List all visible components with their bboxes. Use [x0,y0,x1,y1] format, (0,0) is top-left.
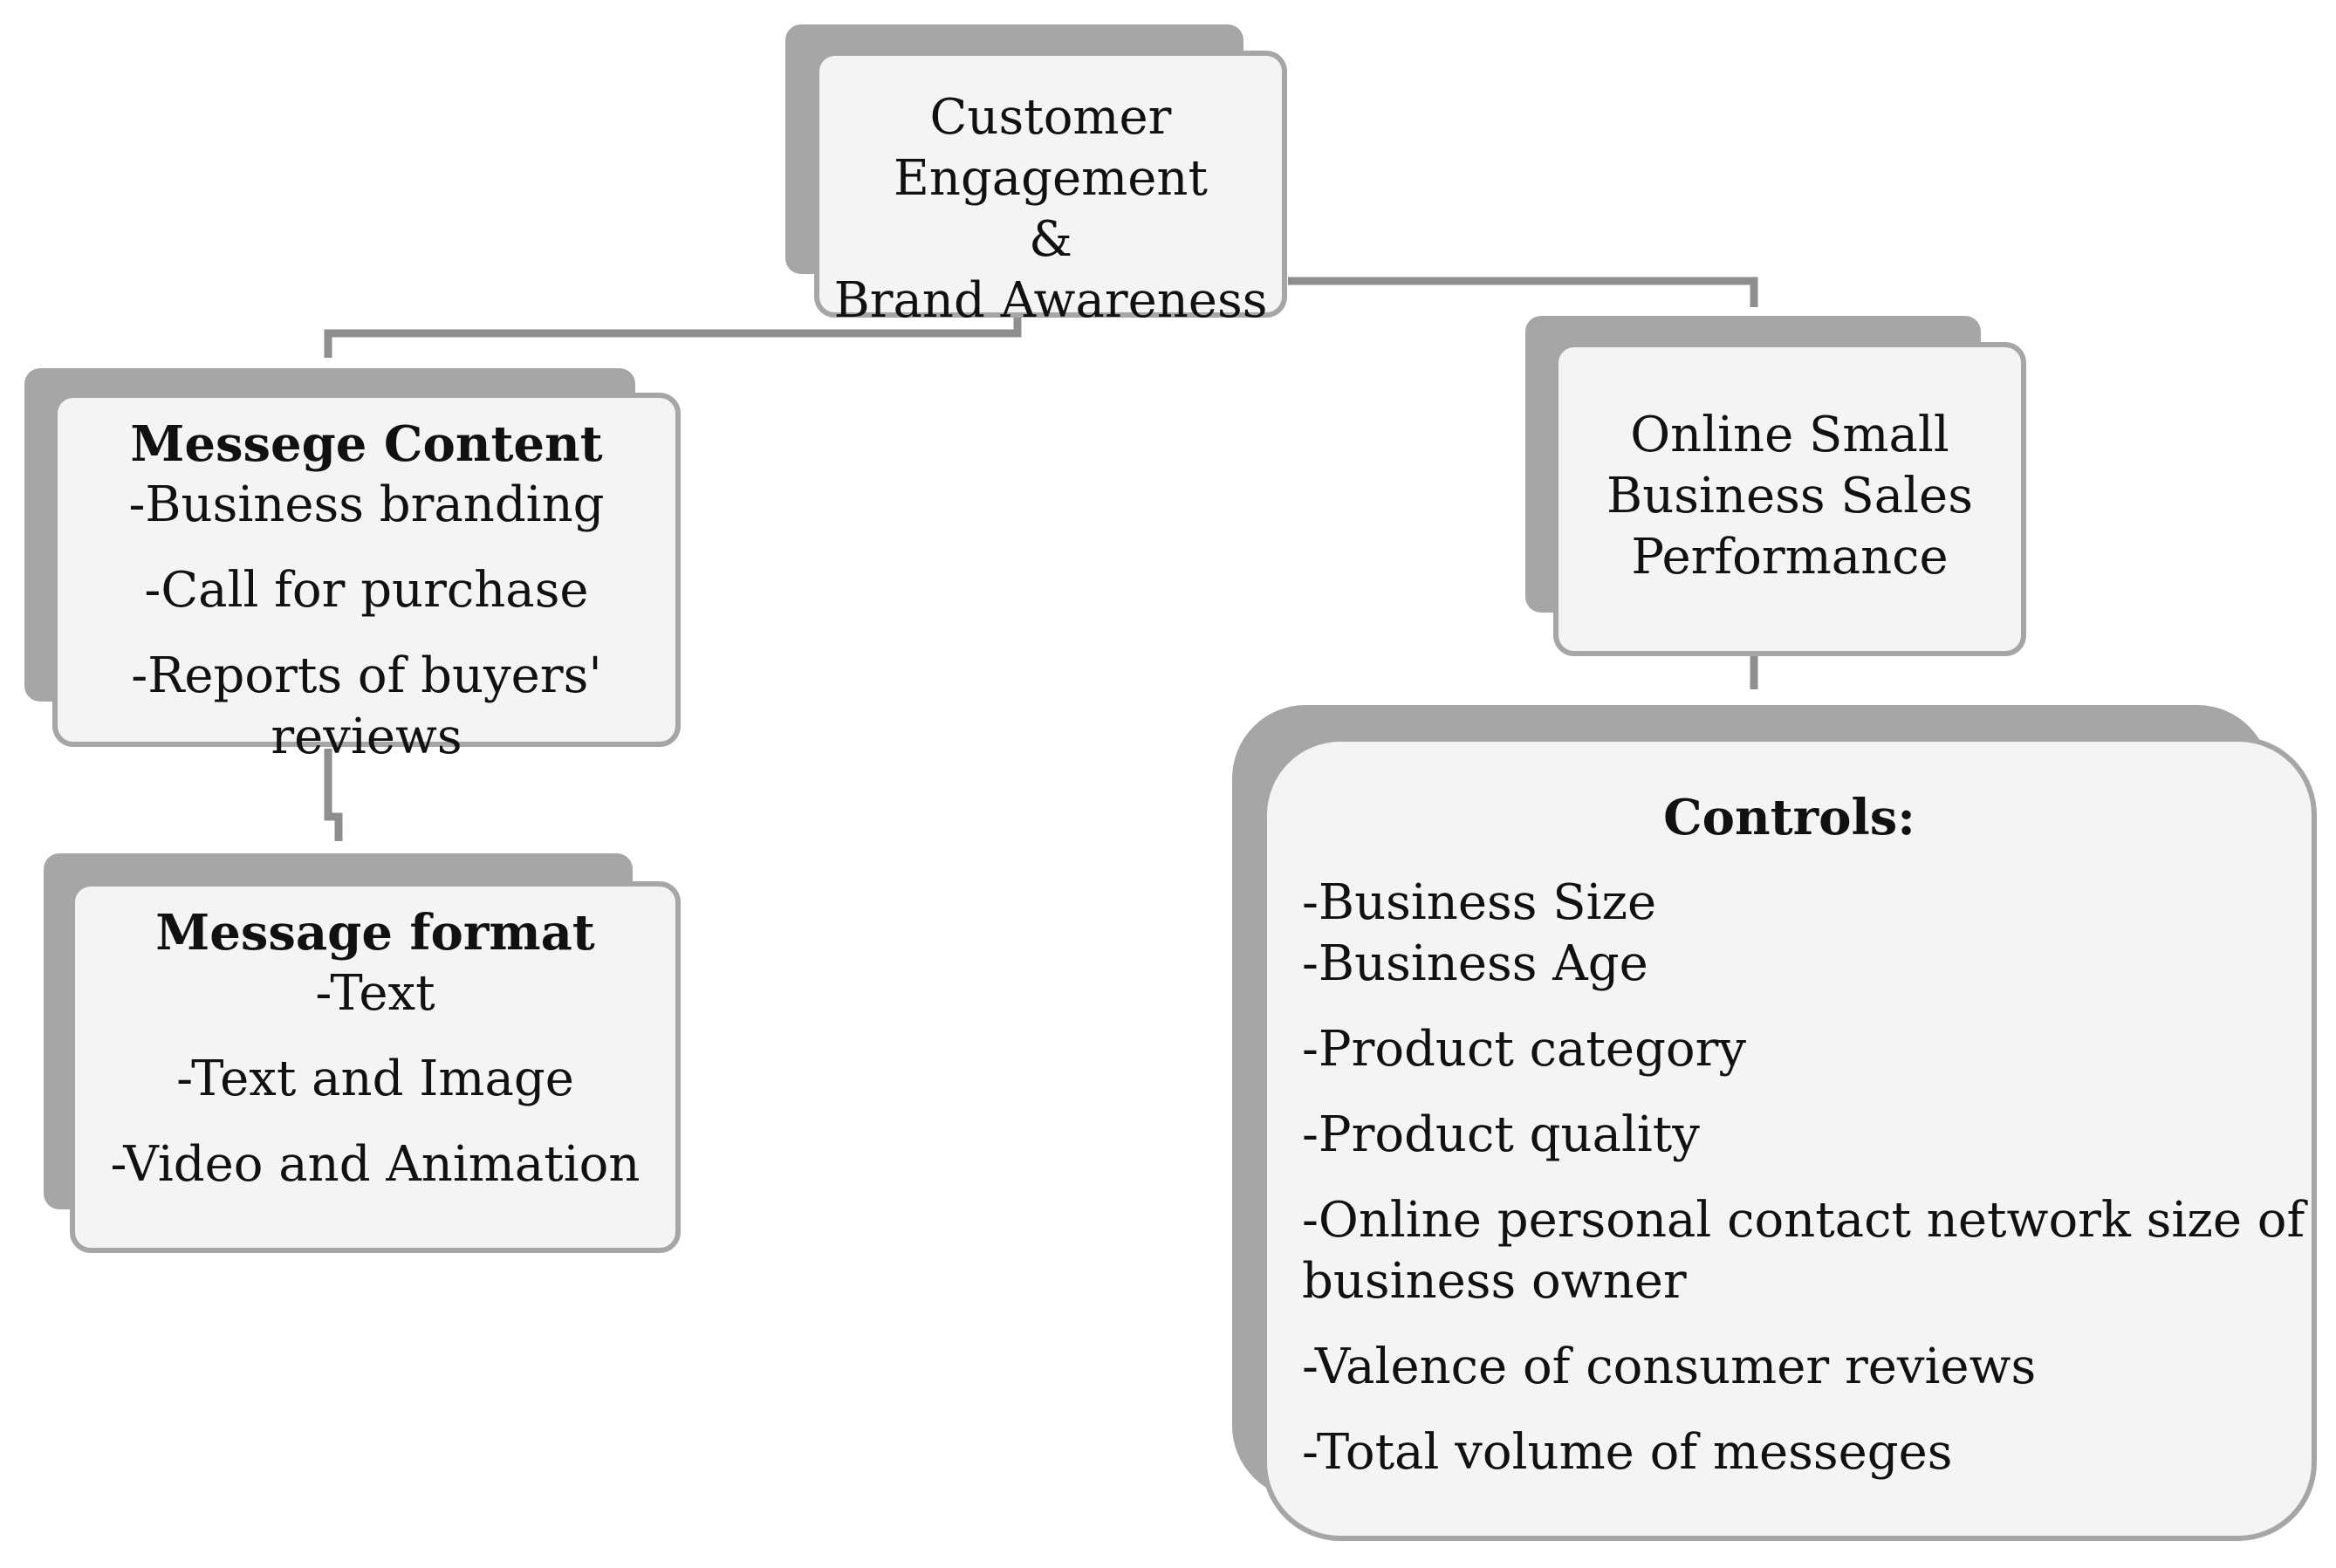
node-controls: Controls: -Business Size -Business Age -… [1232,705,2317,1541]
content-item-2: -Call for purchase [144,562,589,619]
controls-item-6: business owner [1302,1253,1687,1310]
node-box: Controls: -Business Size -Business Age -… [1262,736,2317,1541]
node-box: Online Small Business Sales Performance [1553,342,2026,656]
node-message-format: Message format -Text -Text and Image -Vi… [44,853,681,1253]
sales-line-1: Online Small [1630,407,1949,463]
node-box: Messege Content -Business branding -Call… [52,393,681,765]
top-line-2: Engagement [894,150,1208,207]
top-line-3: & [1029,211,1072,268]
controls-heading: Controls: [1663,789,1915,846]
format-item-1: -Text [315,965,435,1022]
top-line-1: Customer [929,89,1172,146]
controls-item-3: -Product category [1302,1021,1747,1078]
node-sales-performance: Online Small Business Sales Performance [1525,316,2026,656]
sales-line-3: Performance [1631,529,1949,585]
controls-item-4: -Product quality [1302,1106,1700,1163]
node-box: Customer Engagement & Brand Awareness [814,51,1287,329]
sales-line-2: Business Sales [1606,468,1973,524]
connector-top-to-sales [1288,277,1758,307]
controls-item-5: -Online personal contact network size of [1302,1192,2305,1249]
content-item-4: reviews [271,709,462,765]
content-item-1: -Business branding [128,476,605,533]
top-line-4: Brand Awareness [833,272,1268,329]
format-item-3: -Video and Animation [110,1136,641,1193]
connector-content-to-format [324,749,343,841]
format-item-2: -Text and Image [176,1051,574,1107]
content-item-3: -Reports of buyers' [131,647,602,704]
controls-item-7: -Valence of consumer reviews [1302,1339,2037,1395]
node-customer-engagement: Customer Engagement & Brand Awareness [785,24,1287,329]
node-message-content: Messege Content -Business branding -Call… [24,368,681,765]
format-heading: Message format [155,904,595,962]
node-box: Message format -Text -Text and Image -Vi… [70,881,681,1253]
controls-item-8: -Total volume of messeges [1302,1424,1953,1481]
controls-item-2: -Business Age [1302,935,1648,992]
content-heading: Messege Content [130,415,603,473]
controls-item-1: -Business Size [1302,874,1657,931]
